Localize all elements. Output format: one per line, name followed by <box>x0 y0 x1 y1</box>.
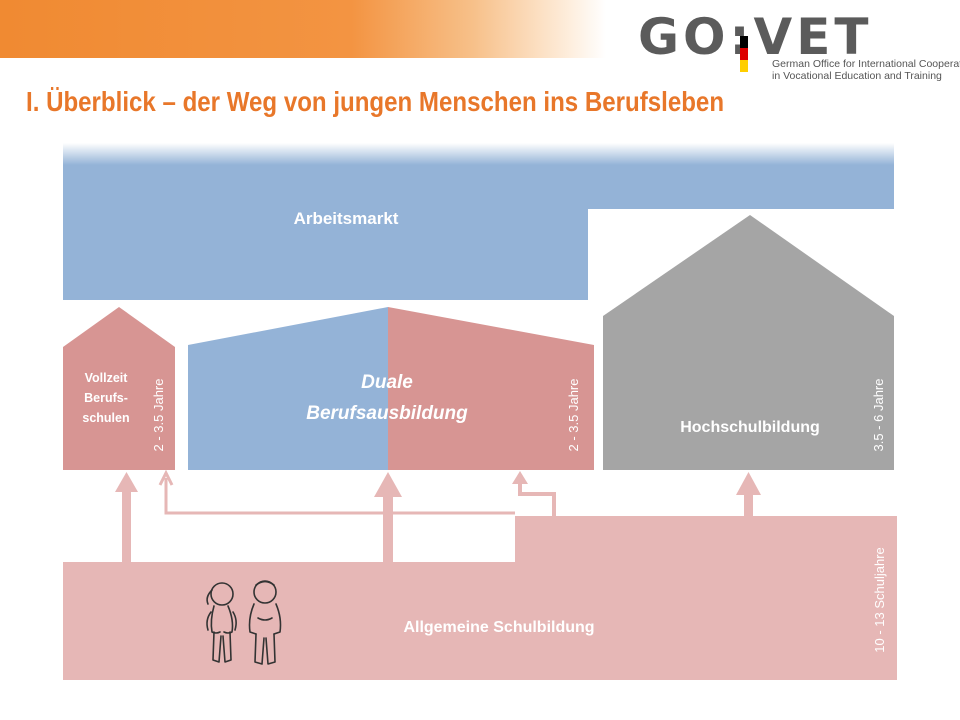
allgemeine-label: Allgemeine Schulbildung <box>403 619 594 636</box>
page-title: I. Überblick – der Weg von jungen Mensch… <box>26 86 725 117</box>
arrow-to-duale <box>374 472 402 562</box>
arrow-to-hochschul <box>736 472 761 516</box>
hochschul-label: Hochschulbildung <box>680 419 820 436</box>
arbeitsmarkt-label: Arbeitsmarkt <box>294 209 399 228</box>
logo-wordmark: GO:VET <box>638 8 873 66</box>
duale-right-half <box>388 307 594 470</box>
hochschul-duration: 3.5 - 6 Jahre <box>871 379 886 452</box>
duale-label-line2: Berufsausbildung <box>306 403 468 424</box>
header-accent-bar <box>0 0 606 58</box>
vollzeit-label-line1: Vollzeit <box>85 371 129 385</box>
two-students-icon <box>206 580 282 665</box>
vollzeit-label-line2: Berufs- <box>84 391 128 405</box>
arbeitsmarkt-top-fade <box>63 143 894 165</box>
duale-label-line1: Duale <box>361 372 413 393</box>
allgemeine-schulbildung-block <box>63 516 897 680</box>
logo-subtitle: German Office for International Cooperat… <box>772 58 960 82</box>
arrow-to-vollzeit <box>115 472 138 562</box>
allgemeine-duration: 10 - 13 Schuljahre <box>872 547 887 653</box>
duale-left-half <box>188 307 388 470</box>
connector-arrow-to-duale <box>518 480 556 516</box>
logo-subtitle-line1: German Office for International Cooperat… <box>772 58 960 70</box>
duale-duration: 2 - 3.5 Jahre <box>566 379 581 452</box>
arbeitsmarkt-block <box>63 143 894 300</box>
hochschul-house <box>603 215 894 470</box>
govet-logo: GO:VET German Office for International C… <box>638 8 960 90</box>
vollzeit-duration: 2 - 3.5 Jahre <box>151 379 166 452</box>
connector-arrowhead-duale <box>512 471 528 484</box>
vollzeit-berufsschulen-house <box>63 307 175 470</box>
german-flag-icon <box>740 36 748 72</box>
vollzeit-label-line3: schulen <box>82 411 129 425</box>
logo-subtitle-line2: in Vocational Education and Training <box>772 70 942 82</box>
connector-arrow-to-vollzeit <box>158 469 515 515</box>
